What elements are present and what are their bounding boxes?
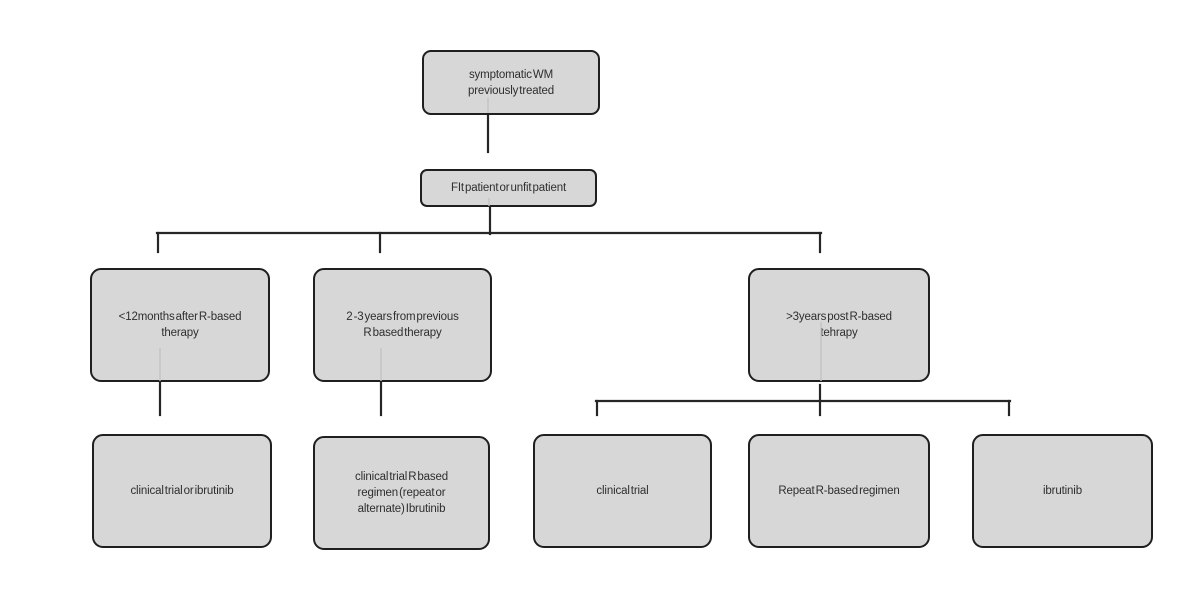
node-label-line: 2 -3 years from previous (346, 311, 459, 323)
node-clinical-trial-or-ibrutinib: clinical trial or ibrutinib (92, 434, 272, 548)
node-gt-3-years: >3years post R-based tehrapy (748, 268, 930, 382)
node-label-line: tehrapy (820, 327, 858, 339)
node-label-line: clinical trial R based (355, 471, 448, 483)
node-label-line: ibrutinib (1043, 485, 1082, 497)
node-label-line: clinical trial (596, 485, 649, 497)
node-clinical-trial-r-based: clinical trial R based regimen (repeat o… (313, 436, 490, 550)
node-ibrutinib: ibrutinib (972, 434, 1153, 548)
node-label-line: symptomatic WM (468, 68, 554, 81)
node-label-line: <12months after R-based (118, 311, 242, 323)
node-2-3-years: 2 -3 years from previous R based therapy (313, 268, 492, 382)
node-clinical-trial: clinical trial (533, 434, 712, 548)
node-label-line: FIt patient or unfit patient (450, 182, 566, 194)
node-label-line: Repeat R-based regimen (778, 485, 900, 497)
node-symptomatic-wm: symptomatic WM previously treated (422, 50, 600, 115)
node-label-line: R based therapy (363, 327, 442, 339)
node-label-line: alternate) Ibrutinib (357, 503, 446, 515)
node-label-line: regimen (repeat or (357, 487, 446, 499)
node-label-line: clinical trial or ibrutinib (130, 485, 234, 497)
node-label-line: >3years post R-based (786, 311, 892, 323)
node-label-line: previously treated (467, 84, 555, 97)
node-repeat-r-based: Repeat R-based regimen (748, 434, 930, 548)
node-lt-12-months: <12months after R-based therapy (90, 268, 270, 382)
node-fit-or-unfit: FIt patient or unfit patient (420, 169, 597, 207)
node-label-line: therapy (161, 327, 199, 339)
